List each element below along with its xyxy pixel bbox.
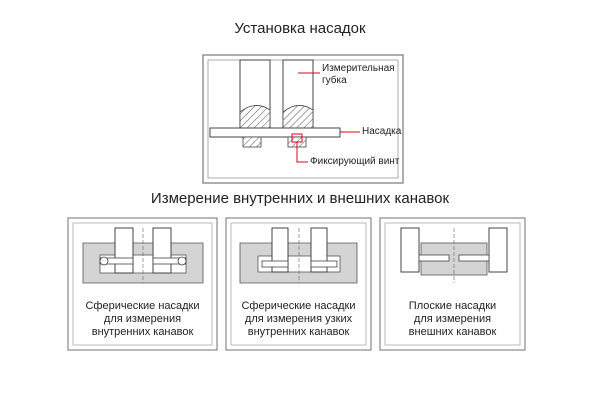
panel-3-caption: Плоские насадки для измерения внешних ка…	[385, 300, 520, 339]
panel-1-illustration	[82, 227, 204, 284]
label-measuring-jaw-line2: губка	[322, 75, 347, 86]
panel-2-illustration	[239, 227, 358, 284]
panel-frames	[67, 217, 526, 351]
fixing-screw-left	[242, 136, 262, 148]
label-fixing-screw: Фиксирующий винт	[310, 156, 400, 167]
panel-1-line2: для измерения	[103, 313, 182, 325]
installation-title: Установка насадок	[234, 20, 366, 37]
panel-2-line2: для измерения узких	[244, 313, 353, 325]
panel-1-caption: Сферические насадки для измерения внутре…	[73, 300, 212, 339]
label-attachment: Насадка	[362, 126, 402, 137]
panel-2-line1: Сферические насадки	[241, 300, 356, 312]
panel-3-illustration	[400, 227, 508, 283]
panel-2-caption: Сферические насадки для измерения узких …	[231, 300, 366, 339]
panel-3-line2: для измерения	[413, 313, 492, 325]
panel-1-line1: Сферические насадки	[85, 300, 200, 312]
label-measuring-jaw-line1: Измерительная	[322, 63, 395, 74]
installation-diagram	[202, 54, 404, 184]
panel-2-line3: внутренних канавок	[247, 326, 350, 338]
attachment-bar	[209, 127, 341, 138]
section-title: Измерение внутренних и внешних канавок	[150, 190, 450, 207]
panel-1-line3: внутренних канавок	[91, 326, 194, 338]
panel-3-line1: Плоские насадки	[408, 300, 497, 312]
panel-3-line3: внешних канавок	[408, 326, 497, 338]
